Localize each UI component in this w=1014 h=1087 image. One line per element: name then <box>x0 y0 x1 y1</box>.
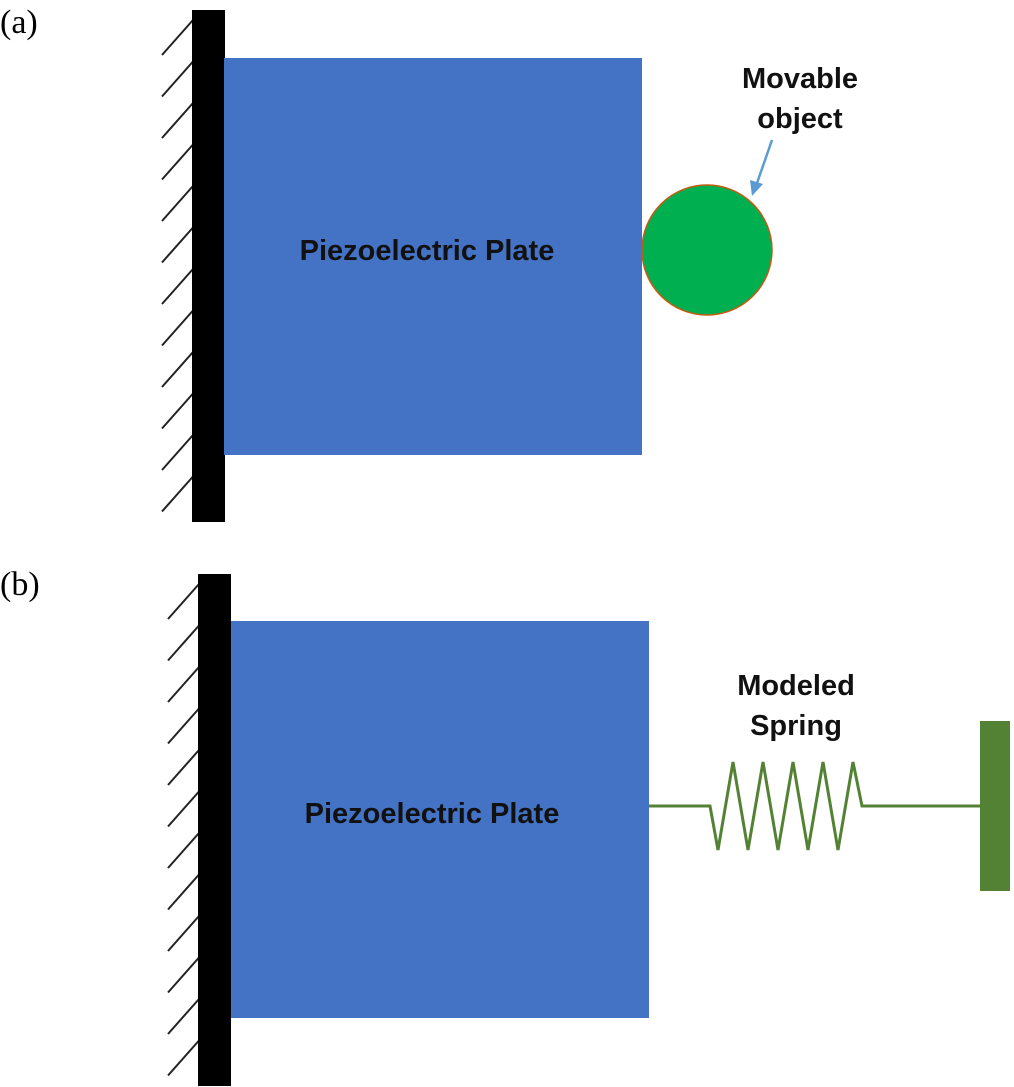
hatch-line <box>167 707 200 745</box>
plate-label: Piezoelectric Plate <box>300 235 555 267</box>
hatch-line <box>167 832 200 869</box>
fixed-wall <box>198 574 231 1086</box>
panel-a: (a) Piezoelectric Plate Movable object <box>0 4 858 522</box>
hatch-line <box>167 915 200 952</box>
piezoelectric-plate <box>231 621 649 1018</box>
fixed-wall <box>192 10 225 522</box>
hatch-line <box>167 790 200 828</box>
hatch-line <box>161 226 194 264</box>
hatch-line <box>167 1039 200 1077</box>
hatch-line <box>161 19 194 56</box>
hatch-line <box>161 60 194 98</box>
spring-label-line1: Modeled <box>737 670 855 702</box>
hatch-line <box>161 143 194 181</box>
object-label-line2: object <box>757 103 843 135</box>
hatch-line <box>167 873 200 911</box>
hatch-line <box>161 268 194 305</box>
modeled-spring <box>649 761 982 851</box>
movable-object <box>641 184 773 316</box>
panel-b-label: (b) <box>0 566 40 603</box>
arrow-line <box>754 139 774 187</box>
piezoelectric-plate <box>224 58 642 455</box>
wall-hatching <box>167 583 200 1077</box>
hatch-line <box>167 583 200 620</box>
hatch-line <box>161 392 194 430</box>
panel-b: (b) Piezoelectric Plate Modeled Spring <box>0 566 1010 1086</box>
hatch-line <box>167 666 200 703</box>
spring-label-line2: Spring <box>750 710 842 742</box>
hatch-line <box>167 956 200 994</box>
hatch-line <box>167 624 200 662</box>
hatch-line <box>161 309 194 347</box>
hatch-line <box>167 998 200 1035</box>
spring-anchor <box>980 721 1010 891</box>
hatch-line <box>161 475 194 513</box>
wall-hatching <box>161 19 194 513</box>
hatch-line <box>161 351 194 388</box>
hatch-line <box>161 102 194 139</box>
arrow-head-icon <box>750 180 763 196</box>
hatch-line <box>167 749 200 786</box>
panel-a-label: (a) <box>0 4 38 41</box>
hatch-line <box>161 185 194 222</box>
plate-label: Piezoelectric Plate <box>305 798 560 830</box>
hatch-line <box>161 434 194 471</box>
object-label-line1: Movable <box>742 63 858 95</box>
